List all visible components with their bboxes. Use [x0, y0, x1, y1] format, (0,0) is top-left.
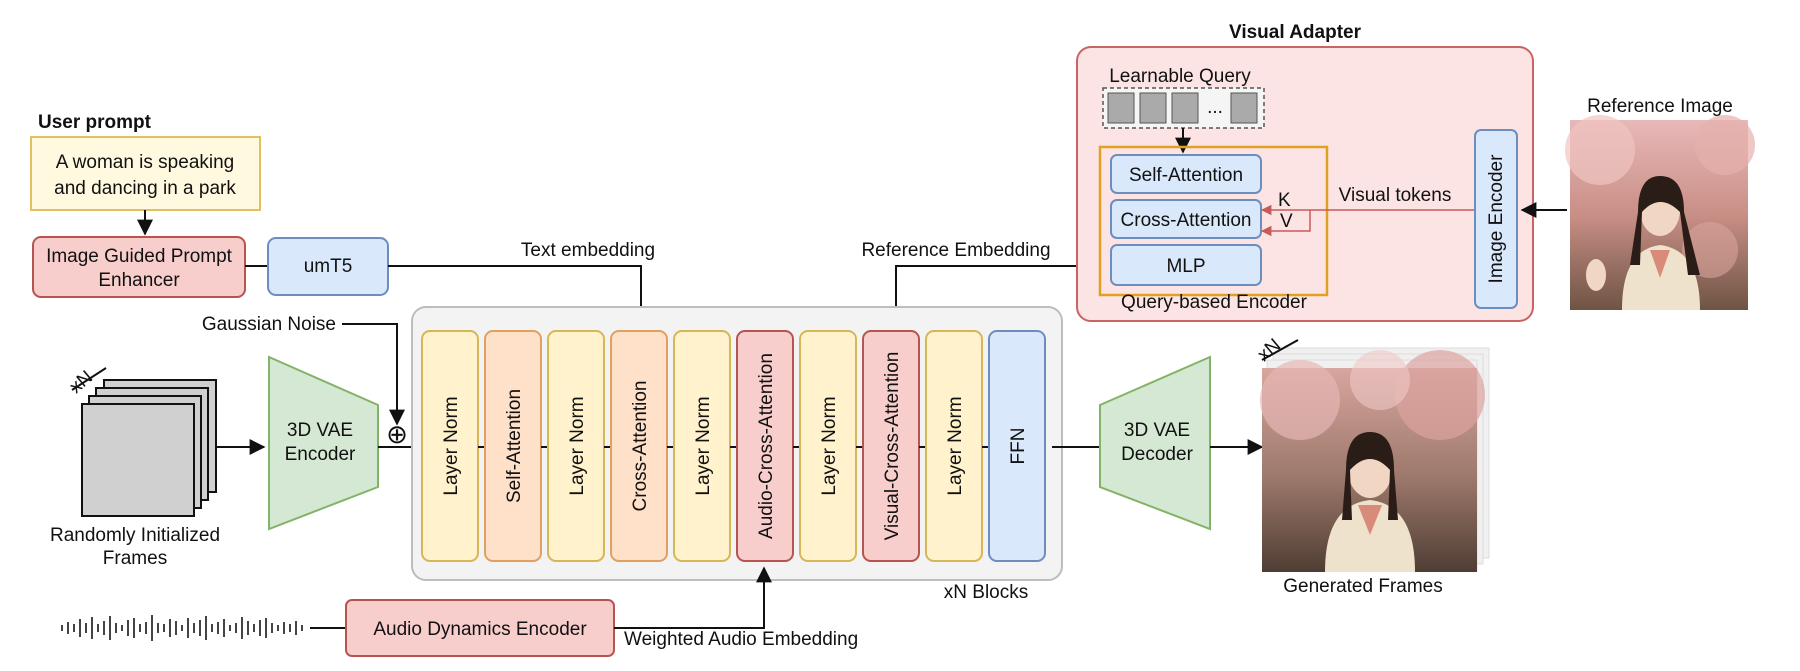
- block-label: Layer Norm: [945, 396, 966, 495]
- block-label: Layer Norm: [819, 396, 840, 495]
- user-prompt-line-1: A woman is speaking: [56, 152, 235, 173]
- user-prompt-line-2: and dancing in a park: [54, 178, 236, 199]
- audio-embedding-arrow: [614, 566, 772, 629]
- adapter-cross-attention-label: Cross-Attention: [1121, 210, 1252, 231]
- vae-encoder: [268, 355, 379, 531]
- block-ffn-9: [988, 330, 1046, 562]
- block-label: Self-Attention: [504, 389, 525, 503]
- adapter-self-attention-label: Self-Attention: [1129, 165, 1243, 186]
- reference-image-label: Reference Image: [1587, 96, 1733, 117]
- generated-frames-label: Generated Frames: [1283, 576, 1442, 597]
- v-arrow: [1260, 210, 1311, 237]
- adapter-cross-attention-box: [1110, 199, 1262, 239]
- image-encoder-box: [1474, 129, 1518, 309]
- vae-decoder: [1099, 355, 1211, 531]
- v-label: V: [1280, 211, 1293, 232]
- noise-arrow: [342, 323, 405, 426]
- query-token-2: [1139, 92, 1167, 124]
- audio-encoder-label: Audio Dynamics Encoder: [373, 619, 587, 640]
- learnable-query-label: Learnable Query: [1109, 66, 1251, 87]
- visual-tokens-label: Visual tokens: [1339, 185, 1452, 206]
- generated-frame-image: [1260, 350, 1485, 572]
- prompt-enhancer-line-2: Enhancer: [98, 270, 180, 291]
- block-label: Cross-Attention: [630, 381, 651, 512]
- vae-encoder-line-2: Encoder: [285, 444, 356, 465]
- user-prompt-title: User prompt: [38, 112, 152, 133]
- block-label: Layer Norm: [693, 396, 714, 495]
- k-label: K: [1278, 190, 1291, 211]
- block-label: Layer Norm: [567, 396, 588, 495]
- block-label: Audio-Cross-Attention: [756, 353, 777, 539]
- input-frames-line-1: Randomly Initialized: [50, 525, 220, 546]
- image-encoder-label: Image Encoder: [1486, 154, 1507, 284]
- reference-image: [1565, 115, 1755, 310]
- reference-embedding-label: Reference Embedding: [861, 240, 1050, 261]
- vae-decoder-line-1: 3D VAE: [1124, 420, 1190, 441]
- adapter-self-attention-box: [1110, 154, 1262, 194]
- query-token-1: [1107, 92, 1135, 124]
- adapter-mlp-label: MLP: [1166, 256, 1205, 277]
- vae-encoder-line-1: 3D VAE: [287, 420, 353, 441]
- query-ellipsis: ...: [1207, 97, 1223, 118]
- user-prompt-box: [30, 136, 261, 211]
- prompt-enhancer-line-1: Image Guided Prompt: [46, 246, 233, 267]
- input-frames-stack: [71, 367, 217, 517]
- umt5-label: umT5: [304, 256, 353, 277]
- input-stack-label: xN: [66, 367, 97, 398]
- visual-adapter-title: Visual Adapter: [1229, 22, 1362, 43]
- plus-symbol: ⊕: [386, 419, 408, 449]
- vae-decoder-line-2: Decoder: [1121, 444, 1193, 465]
- audio-waveform-icon: [61, 615, 303, 641]
- block-label: Visual-Cross-Attention: [882, 352, 903, 541]
- adapter-mlp-box: [1110, 244, 1262, 286]
- gaussian-noise-label: Gaussian Noise: [202, 314, 336, 335]
- text-embedding-label: Text embedding: [521, 240, 655, 261]
- query-token-n: [1230, 92, 1258, 124]
- weighted-audio-embedding-label: Weighted Audio Embedding: [624, 629, 858, 650]
- blocks-layer: Layer Norm Self-Attention Layer Norm Cross-…: [421, 330, 1046, 562]
- input-frames-line-2: Frames: [103, 548, 167, 569]
- block-label: FFN: [1008, 428, 1029, 465]
- query-based-encoder-box: [1098, 145, 1329, 297]
- blocks-label: xN Blocks: [944, 582, 1028, 603]
- query-based-encoder-label: Query-based Encoder: [1121, 292, 1308, 313]
- query-token-3: [1171, 92, 1199, 124]
- block-label: Layer Norm: [441, 396, 462, 495]
